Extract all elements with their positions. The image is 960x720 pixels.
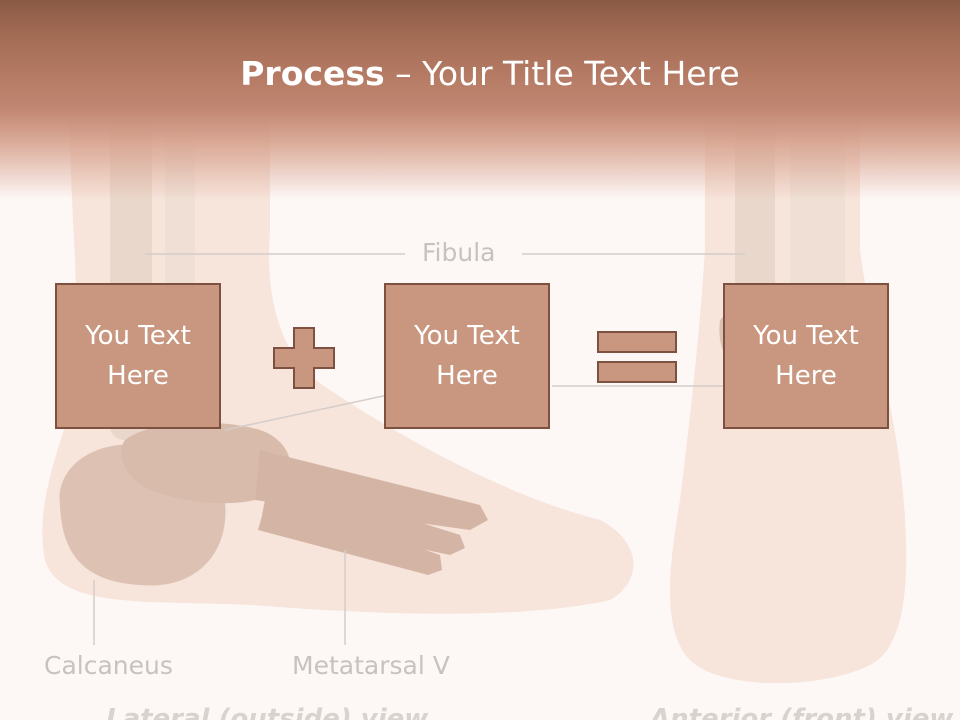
anterior-caption: Anterior (front) view [650, 704, 954, 720]
page-title: Process – Your Title Text Here [0, 52, 960, 96]
fibula-label: Fibula [422, 238, 496, 267]
plus-icon [273, 327, 335, 389]
box-leader-1 [224, 394, 389, 431]
equals-icon [597, 331, 677, 383]
process-box-2[interactable]: You Text Here [384, 283, 550, 429]
process-box-3[interactable]: You Text Here [723, 283, 889, 429]
metatarsal-label: Metatarsal V [292, 651, 450, 680]
header-band [0, 0, 960, 200]
title-bold: Process [240, 54, 385, 93]
process-box-1-text: You Text Here [85, 321, 191, 391]
metatarsal-bones [255, 450, 488, 575]
calcaneus-label: Calcaneus [44, 651, 173, 680]
tarsal-bones [121, 422, 291, 504]
title-rest: – Your Title Text Here [384, 54, 740, 93]
lateral-caption: Lateral (outside) view [106, 704, 429, 720]
process-box-2-text: You Text Here [414, 321, 520, 391]
process-box-3-text: You Text Here [753, 321, 859, 391]
process-box-1[interactable]: You Text Here [55, 283, 221, 429]
